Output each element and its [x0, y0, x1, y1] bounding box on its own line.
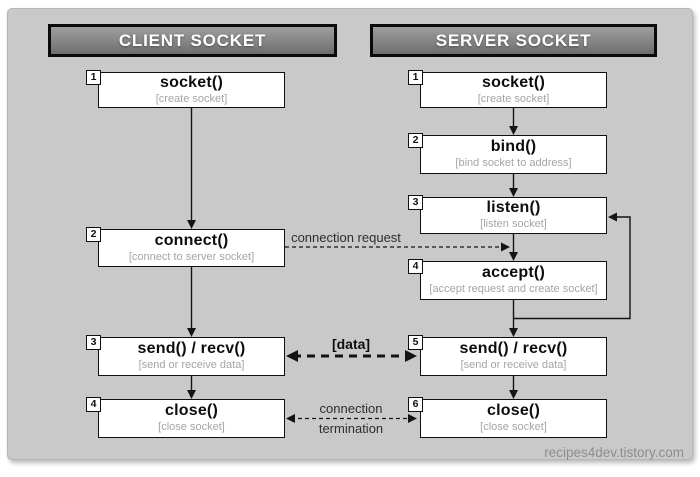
client-step-connect: 2 connect() [connect to server socket]: [86, 227, 285, 267]
server-step-listen: 3 listen() [listen socket]: [408, 195, 607, 234]
client-step-close: 4 close() [close socket]: [86, 397, 285, 438]
client-step-socket: 1 socket() [create socket]: [86, 70, 285, 108]
step-title: listen(): [486, 199, 541, 217]
step-title: socket(): [160, 73, 223, 91]
data-exchange-label: [data]: [331, 336, 371, 352]
server-step-close: 6 close() [close socket]: [408, 397, 607, 438]
step-title: bind(): [490, 138, 537, 156]
step-number-badge: 3: [408, 195, 423, 210]
step-subtitle: [send or receive data]: [460, 359, 567, 372]
server-step-socket: 1 socket() [create socket]: [408, 70, 607, 108]
step-number-badge: 4: [86, 397, 101, 412]
watermark-text: recipes4dev.tistory.com: [544, 445, 684, 460]
step-number-badge: 5: [408, 335, 423, 350]
step-subtitle: [listen socket]: [480, 218, 547, 231]
step-number-badge: 3: [86, 335, 101, 350]
server-step-accept: 4 accept() [accept request and create so…: [408, 259, 607, 300]
step-title: send() / recv(): [137, 340, 246, 358]
step-number-badge: 2: [86, 227, 101, 242]
connection-request-label: connection request: [291, 230, 401, 245]
server-step-sendrecv: 5 send() / recv() [send or receive data]: [408, 335, 607, 376]
client-step-sendrecv: 3 send() / recv() [send or receive data]: [86, 335, 285, 376]
step-number-badge: 1: [408, 70, 423, 85]
step-subtitle: [bind socket to address]: [455, 157, 572, 170]
server-socket-header: SERVER SOCKET: [370, 24, 657, 57]
step-number-badge: 4: [408, 259, 423, 274]
step-subtitle: [create socket]: [477, 92, 550, 105]
step-subtitle: [close socket]: [480, 421, 547, 434]
step-subtitle: [close socket]: [158, 421, 225, 434]
step-title: close(): [165, 402, 218, 420]
step-title: send() / recv(): [459, 340, 568, 358]
step-subtitle: [accept request and create socket]: [429, 283, 598, 296]
connection-termination-label-line1: connection: [319, 401, 383, 416]
client-socket-header: CLIENT SOCKET: [48, 24, 337, 57]
step-subtitle: [connect to server socket]: [128, 250, 255, 263]
step-subtitle: [create socket]: [155, 92, 228, 105]
step-subtitle: [send or receive data]: [138, 359, 245, 372]
step-title: close(): [487, 402, 540, 420]
step-title: accept(): [482, 264, 545, 282]
server-step-bind: 2 bind() [bind socket to address]: [408, 133, 607, 174]
step-number-badge: 6: [408, 397, 423, 412]
step-title: connect(): [154, 231, 229, 249]
step-title: socket(): [482, 73, 545, 91]
step-number-badge: 1: [86, 70, 101, 85]
connection-termination-label-line2: termination: [318, 421, 384, 436]
step-number-badge: 2: [408, 133, 423, 148]
